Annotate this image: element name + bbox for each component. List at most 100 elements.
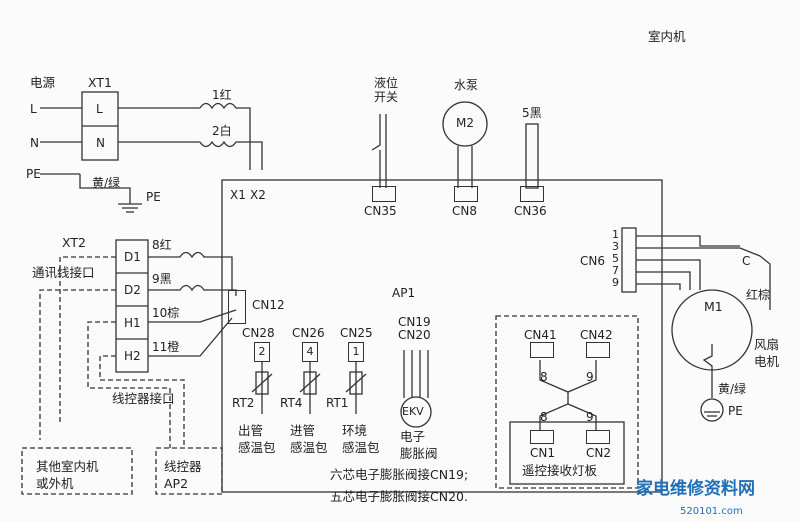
ekv-symbol-label: EKV bbox=[402, 405, 424, 418]
comm-port-label: 通讯线接口 bbox=[32, 265, 95, 280]
rt1-name: 环境 感温包 bbox=[342, 423, 380, 455]
other-units-label: 其他室内机 或外机 bbox=[36, 459, 99, 491]
cn36-label: CN36 bbox=[514, 204, 547, 218]
rt2-thermistor bbox=[255, 371, 269, 395]
fan-pe-wire-label: 黄/绿 bbox=[718, 382, 747, 396]
line-l: L bbox=[30, 102, 37, 116]
level-switch-symbol bbox=[371, 114, 387, 188]
rt1-thermistor bbox=[349, 371, 363, 395]
wired-controller-box bbox=[155, 447, 223, 495]
wire-5-black bbox=[525, 123, 539, 189]
wired-controller-port-label: 线控器接口 bbox=[112, 391, 175, 406]
watermark-logo: 家电维修资料网 bbox=[636, 479, 755, 499]
xt1-label: XT1 bbox=[88, 75, 112, 90]
rt4-label: RT4 bbox=[280, 396, 303, 410]
main-board-ap1-outline bbox=[221, 179, 663, 493]
cn1-label: CN1 bbox=[530, 446, 555, 460]
pump-m2-symbol bbox=[442, 101, 488, 147]
wire-5-label: 5黑 bbox=[522, 106, 542, 120]
cn28-label: CN28 bbox=[242, 326, 275, 340]
page-title: 室内机 bbox=[648, 29, 686, 44]
wire-8-label: 8红 bbox=[152, 238, 172, 252]
other-units-box bbox=[21, 447, 133, 495]
watermark-url: 520101.com bbox=[680, 506, 743, 517]
cn36-connector bbox=[520, 186, 544, 202]
cn6-pin-5: 5 bbox=[612, 252, 619, 265]
cn42-pin-9: 9 bbox=[586, 370, 594, 384]
cn42-label: CN42 bbox=[580, 328, 613, 342]
fan-pe-ground bbox=[700, 398, 724, 422]
cn1-pin-8: 8 bbox=[540, 410, 548, 424]
fan-motor-name: 风扇 电机 bbox=[754, 337, 780, 369]
rt4-name: 进管 感温包 bbox=[290, 423, 328, 455]
board-ap1-label: AP1 bbox=[392, 286, 416, 300]
ekv-note-2: 五芯电子膨胀阀接CN20. bbox=[330, 489, 468, 504]
ekv-connectors-label: CN19 CN20 bbox=[398, 315, 431, 342]
rt4-thermistor bbox=[303, 371, 317, 395]
rt2-name: 出管 感温包 bbox=[238, 423, 276, 455]
x2-label: X2 bbox=[250, 188, 266, 202]
terminal-h2: H2 bbox=[124, 349, 141, 363]
line-pe: PE bbox=[26, 167, 41, 181]
pump-id: M2 bbox=[456, 116, 474, 130]
cn2-connector bbox=[586, 430, 610, 444]
cn26-label: CN26 bbox=[292, 326, 325, 340]
pe-wire-label: 黄/绿 bbox=[92, 176, 121, 190]
terminal-d1: D1 bbox=[124, 250, 141, 264]
cn8-label: CN8 bbox=[452, 204, 477, 218]
cn6-pin-1: 1 bbox=[612, 228, 619, 241]
cn2-label: CN2 bbox=[586, 446, 611, 460]
cn26-connector: 4 bbox=[302, 342, 318, 362]
rt1-label: RT1 bbox=[326, 396, 349, 410]
cn41-label: CN41 bbox=[524, 328, 557, 342]
level-switch-label: 液位 开关 bbox=[374, 76, 399, 104]
cn25-label: CN25 bbox=[340, 326, 373, 340]
terminal-h1: H1 bbox=[124, 316, 141, 330]
wire-2-label: 2白 bbox=[212, 124, 232, 138]
cn35-connector bbox=[372, 186, 396, 202]
cn8-connector bbox=[454, 186, 478, 202]
fan-motor-id: M1 bbox=[704, 299, 723, 314]
pe-ground-label: PE bbox=[146, 190, 161, 204]
wire-9-label: 9黑 bbox=[152, 272, 172, 286]
wire-11-label: 11橙 bbox=[152, 340, 180, 354]
cn6-pin-7: 7 bbox=[612, 264, 619, 277]
cn12-connector bbox=[228, 290, 246, 324]
receiver-inner-box bbox=[509, 421, 625, 485]
cn35-label: CN35 bbox=[364, 204, 397, 218]
ekv-note-1: 六芯电子膨胀阀接CN19; bbox=[330, 467, 469, 482]
cn41-connector bbox=[530, 342, 554, 358]
cn2-pin-9: 9 bbox=[586, 410, 594, 424]
x1-label: X1 bbox=[230, 188, 246, 202]
wire-2-white bbox=[199, 140, 263, 170]
cn25-connector: 1 bbox=[348, 342, 364, 362]
xt1-terminal-l: L bbox=[96, 102, 103, 116]
cn6-connector bbox=[621, 227, 637, 293]
fan-pe-label: PE bbox=[728, 404, 743, 418]
wire-1-red bbox=[199, 102, 251, 170]
receiver-name: 遥控接收灯板 bbox=[522, 463, 598, 478]
cn6-pin-3: 3 bbox=[612, 240, 619, 253]
fan-capacitor-label: C bbox=[742, 254, 751, 268]
cn6-pin-9: 9 bbox=[612, 276, 619, 289]
wire-1-label: 1红 bbox=[212, 88, 232, 102]
pump-label: 水泵 bbox=[454, 78, 479, 92]
ekv-symbol bbox=[400, 396, 432, 428]
cn28-connector: 2 bbox=[254, 342, 270, 362]
receiver-board-outline bbox=[495, 315, 639, 489]
cn12-label: CN12 bbox=[252, 298, 285, 312]
terminal-d2: D2 bbox=[124, 283, 141, 297]
xt2-label: XT2 bbox=[62, 235, 86, 250]
power-label: 电源 bbox=[30, 75, 56, 90]
cn41-pin-8: 8 bbox=[540, 370, 548, 384]
cn6-label: CN6 bbox=[580, 254, 605, 268]
rt2-label: RT2 bbox=[232, 396, 255, 410]
wire-10-label: 10棕 bbox=[152, 306, 180, 320]
xt1-terminal-n: N bbox=[96, 136, 105, 150]
fan-wire-label: 红棕 bbox=[746, 288, 771, 302]
line-n: N bbox=[30, 136, 39, 150]
wired-controller-label: 线控器 AP2 bbox=[164, 459, 202, 491]
cn42-connector bbox=[586, 342, 610, 358]
